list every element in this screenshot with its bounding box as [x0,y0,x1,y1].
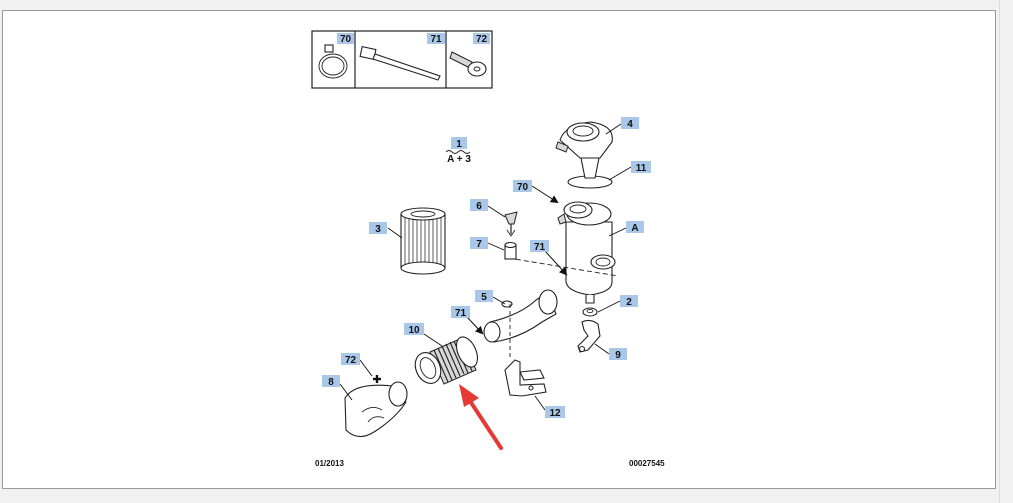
grommet [504,241,517,260]
filter-cover-upper [555,121,613,159]
callout-labels: 3 4 11 70 A 6 7 71 5 71 2 9 10 72 8 12 [322,117,651,419]
callout-11: 11 [636,163,647,174]
callout-tag-9[interactable]: 9 [609,348,627,361]
callout-tag-2[interactable]: 2 [620,295,638,308]
callout-tag-8[interactable]: 8 [322,375,340,388]
callout-12: 12 [549,408,561,419]
callout-71-lower: 71 [455,308,467,319]
plus-icon [373,375,381,383]
callout-tag-72[interactable]: 72 [341,353,360,366]
callout-71-upper: 71 [534,242,546,253]
scrollbar-track[interactable] [999,0,1013,503]
inlet-duct [483,289,558,360]
footer-date: 01/2013 [315,459,344,468]
air-filter-element [400,207,446,275]
assembly-note-text: A + 3 [447,154,471,165]
assembly-note: 1 A + 3 [445,137,471,165]
callout-2: 2 [626,297,632,308]
legend-box: 70 71 72 [311,30,493,89]
footer-reference: 00027545 [629,459,665,468]
drain-valve [504,211,518,237]
seal-ring [567,157,613,189]
callout-tag-A[interactable]: A [626,221,644,234]
callout-8: 8 [328,377,334,388]
callout-tag-6[interactable]: 6 [470,199,488,212]
callout-3: 3 [375,224,381,235]
callout-tag-3[interactable]: 3 [369,222,387,235]
callout-tag-11[interactable]: 11 [631,161,651,174]
callout-tag-71-upper[interactable]: 71 [530,240,549,253]
diagram-frame [2,10,996,489]
callout-tag-4[interactable]: 4 [621,117,639,130]
pointer-arrows [466,185,568,335]
callout-tag-7[interactable]: 7 [470,237,488,250]
cable-tie-icon [359,46,441,81]
red-pointer-arrow-icon [459,384,503,450]
callout-1: 1 [456,139,462,150]
callout-6: 6 [476,201,482,212]
callout-5: 5 [481,292,487,303]
callout-tag-71-lower[interactable]: 71 [451,306,470,319]
leader-lines [339,123,632,411]
support-bracket [577,319,601,353]
callout-9: 9 [615,350,621,361]
callout-tag-12[interactable]: 12 [545,406,565,419]
corrugated-hose [414,336,479,385]
filter-housing [557,201,616,304]
callout-tag-70[interactable]: 70 [513,180,532,193]
legend-label-70: 70 [340,34,352,45]
rubber-damper [582,307,598,317]
callout-70: 70 [517,182,529,193]
air-intake-scoop [344,381,408,438]
legend-label-72: 72 [476,34,488,45]
push-rivet-icon [449,51,487,77]
callout-72: 72 [345,355,357,366]
legend-label-71: 71 [430,34,442,45]
callout-tag-5[interactable]: 5 [475,290,493,303]
callout-A: A [631,223,638,234]
callout-10: 10 [408,325,420,336]
assembly-axis-line [507,257,619,277]
callout-tag-10[interactable]: 10 [404,323,424,336]
mounting-bracket [504,359,547,397]
legend-cell-70[interactable]: 70 [318,33,354,79]
legend-cell-71[interactable]: 71 [359,33,445,81]
legend-cell-72[interactable]: 72 [449,33,490,77]
callout-4: 4 [627,119,633,130]
hose-clamp-icon [318,44,348,79]
callout-7: 7 [476,239,482,250]
